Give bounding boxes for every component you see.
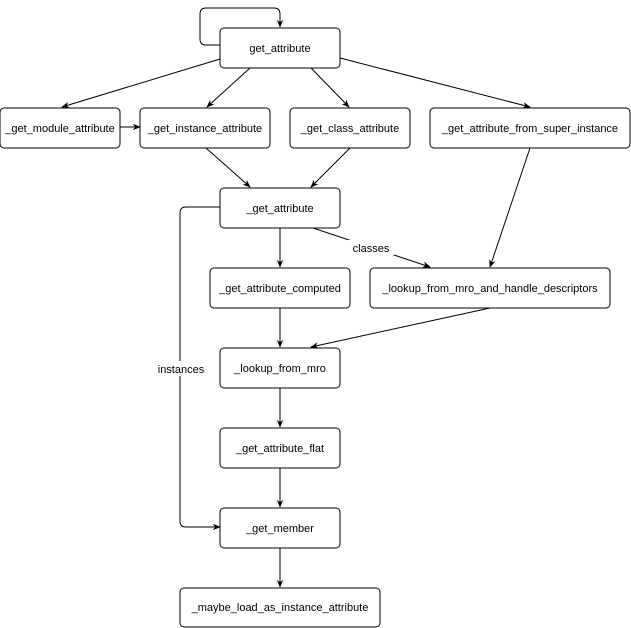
node-get-instance-attribute[interactable]: _get_instance_attribute: [139, 107, 271, 149]
svg-text:_get_class_attribute: _get_class_attribute: [300, 123, 399, 135]
edge-get-attribute-to-super-instance: [339, 57, 531, 109]
svg-text:_lookup_from_mro: _lookup_from_mro: [233, 363, 326, 375]
edge-class-to-inner: [310, 147, 351, 188]
svg-text:_get_attribute_from_super_inst: _get_attribute_from_super_instance: [441, 123, 618, 135]
edge-lookup-handle-to-lookup: [310, 307, 491, 349]
edge-get-attribute-to-module: [61, 58, 221, 108]
node-get-attribute-flat[interactable]: _get_attribute_flat: [219, 427, 341, 469]
node-get-attribute[interactable]: get_attribute: [219, 27, 341, 69]
node-lookup-from-mro[interactable]: _lookup_from_mro: [219, 347, 341, 389]
svg-text:_get_attribute: _get_attribute: [245, 203, 313, 215]
edge-instance-to-inner: [205, 147, 251, 188]
svg-text:classes: classes: [353, 243, 390, 255]
svg-text:_get_member: _get_member: [245, 523, 314, 535]
svg-text:_get_attribute_flat: _get_attribute_flat: [235, 443, 324, 455]
edge-get-attribute-to-class: [310, 67, 350, 108]
node-get-module-attribute[interactable]: _get_module_attribute: [0, 107, 121, 149]
node-maybe-load-as-instance-attribute[interactable]: _maybe_load_as_instance_attribute: [179, 587, 381, 628]
svg-text:_get_attribute_computed: _get_attribute_computed: [218, 283, 341, 295]
edge-super-instance-to-lookup-handle: [489, 147, 531, 268]
edge-label-classes: classes: [348, 240, 394, 255]
edge-get-attribute-self-loop: [199, 7, 284, 46]
node-lookup-from-mro-and-handle-descriptors[interactable]: _lookup_from_mro_and_handle_descriptors: [369, 267, 611, 309]
svg-text:get_attribute: get_attribute: [249, 43, 310, 55]
svg-text:_get_instance_attribute: _get_instance_attribute: [147, 123, 262, 135]
node-get-attribute-from-super-instance[interactable]: _get_attribute_from_super_instance: [429, 107, 631, 149]
svg-text:_lookup_from_mro_and_handle_de: _lookup_from_mro_and_handle_descriptors: [381, 283, 598, 295]
edge-label-instances: instances: [153, 361, 209, 376]
node-inner-get-attribute[interactable]: _get_attribute: [219, 187, 341, 229]
node-get-class-attribute[interactable]: _get_class_attribute: [289, 107, 411, 149]
node-get-attribute-computed[interactable]: _get_attribute_computed: [209, 267, 351, 309]
svg-text:_maybe_load_as_instance_attrib: _maybe_load_as_instance_attribute: [191, 602, 369, 614]
svg-text:instances: instances: [158, 364, 205, 376]
edge-get-attribute-to-instance: [206, 67, 251, 108]
svg-text:_get_module_attribute: _get_module_attribute: [4, 123, 114, 135]
node-get-member[interactable]: _get_member: [219, 507, 341, 549]
